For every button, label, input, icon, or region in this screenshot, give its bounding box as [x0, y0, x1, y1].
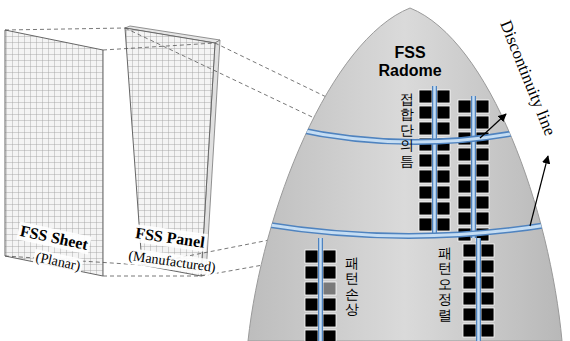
fss-cell — [305, 330, 318, 341]
fss-cell — [305, 298, 318, 311]
fss-cell — [419, 154, 432, 167]
fss-sheet — [5, 30, 103, 276]
fss-cell — [323, 250, 336, 263]
fss-cell — [323, 298, 336, 311]
label: 접합단의틈 — [400, 92, 414, 169]
fss-cell — [476, 148, 489, 161]
label: 패턴오정렬 — [438, 246, 452, 323]
fss-cell — [481, 276, 494, 289]
fss-cell — [458, 164, 471, 177]
fss-cell — [463, 260, 476, 273]
fss-cell — [437, 186, 450, 199]
fss-panel — [125, 28, 215, 276]
seam-line — [477, 238, 480, 341]
seam-line — [432, 86, 437, 238]
label: Discontinuity line — [496, 18, 559, 139]
fss-cell — [305, 282, 318, 295]
fss-cell — [419, 122, 432, 135]
fss-cell — [419, 90, 432, 103]
fss-cell — [463, 324, 476, 337]
fss-cell — [323, 314, 336, 327]
fss-cell — [481, 324, 494, 337]
fss-cell — [437, 106, 450, 119]
fss-cell — [437, 154, 450, 167]
fss-cell — [419, 202, 432, 215]
fss-cell — [476, 196, 489, 209]
seam-line — [476, 238, 481, 341]
fss-cell — [458, 180, 471, 193]
fss-cell — [476, 212, 489, 225]
fss-cell — [323, 266, 336, 279]
fss-cell — [458, 100, 471, 113]
fss-cell — [419, 170, 432, 183]
fss-cell — [305, 266, 318, 279]
fss-cell — [463, 308, 476, 321]
fss-cell — [305, 314, 318, 327]
label: FSS Radome — [378, 44, 442, 80]
fss-cell — [437, 170, 450, 183]
fss-cell — [437, 202, 450, 215]
fss-cell — [419, 106, 432, 119]
fss-cell — [481, 244, 494, 257]
fss-cell — [476, 100, 489, 113]
radome-body — [248, 8, 562, 341]
seam-line — [472, 96, 475, 238]
fss-cell — [458, 196, 471, 209]
fss-cell — [323, 282, 336, 295]
fss-cell — [458, 116, 471, 129]
fss-cell — [419, 186, 432, 199]
fss-cell — [437, 122, 450, 135]
fss-cell — [481, 292, 494, 305]
fss-cell — [437, 218, 450, 231]
fss-cell — [481, 308, 494, 321]
seam-line — [319, 238, 322, 341]
seam-line — [318, 238, 323, 341]
fss-cell — [419, 218, 432, 231]
pointer-arrows — [480, 114, 548, 226]
seam-line — [471, 96, 476, 238]
fss-cell — [458, 212, 471, 225]
seam-line — [433, 86, 436, 238]
label: 패턴손상 — [345, 256, 359, 318]
fss-pattern — [305, 86, 494, 341]
fss-cell — [323, 330, 336, 341]
fss-cell — [463, 276, 476, 289]
fss-cell — [458, 148, 471, 161]
fss-cell — [476, 164, 489, 177]
fss-cell — [476, 116, 489, 129]
fss-cell — [476, 180, 489, 193]
fss-cell — [305, 250, 318, 263]
fss-cell — [463, 244, 476, 257]
fss-cell — [463, 292, 476, 305]
fss-cell — [437, 90, 450, 103]
fss-cell — [481, 260, 494, 273]
